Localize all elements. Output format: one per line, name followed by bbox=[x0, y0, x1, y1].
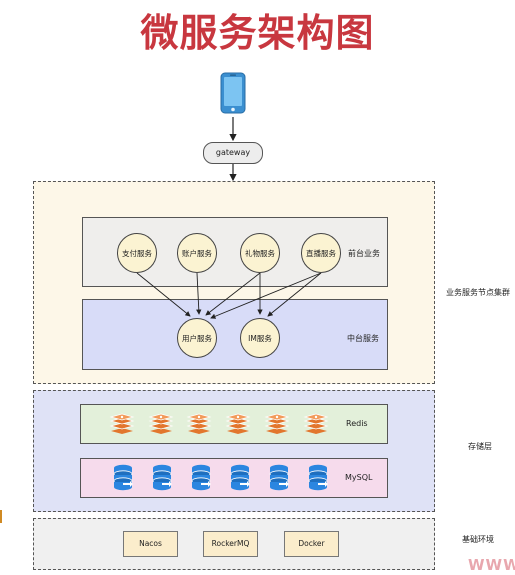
front-business-label: 前台业务 bbox=[348, 249, 380, 258]
user-service-node: 用户服务 bbox=[177, 318, 217, 358]
redis-icon bbox=[225, 413, 251, 434]
middle-platform-label: 中台服务 bbox=[347, 334, 379, 343]
watermark: WWW bbox=[468, 556, 515, 574]
rockermq-box: RockerMQ bbox=[203, 531, 258, 557]
mysql-label: MySQL bbox=[345, 473, 373, 482]
middle-platform-box bbox=[82, 299, 388, 370]
storage-layer-label: 存储层 bbox=[468, 442, 492, 451]
nacos-box: Nacos bbox=[123, 531, 178, 557]
mysql-database-icon bbox=[113, 464, 133, 491]
redis-icon bbox=[148, 413, 174, 434]
gateway-node: gateway bbox=[203, 142, 263, 164]
mysql-database-icon bbox=[152, 464, 172, 491]
business-cluster-label: 业务服务节点集群 bbox=[446, 288, 510, 297]
account-service-node: 账户服务 bbox=[177, 233, 217, 273]
gift-service-node: 礼物服务 bbox=[240, 233, 280, 273]
base-environment-zone bbox=[33, 518, 435, 570]
edge-marker bbox=[0, 510, 2, 523]
redis-icon bbox=[264, 413, 290, 434]
mysql-database-icon bbox=[191, 464, 211, 491]
page-title: 微服务架构图 bbox=[140, 11, 375, 55]
redis-icon bbox=[109, 413, 135, 434]
mysql-database-icon bbox=[230, 464, 250, 491]
mysql-database-icon bbox=[269, 464, 289, 491]
redis-icon bbox=[303, 413, 329, 434]
redis-label: Redis bbox=[346, 419, 368, 428]
docker-box: Docker bbox=[284, 531, 339, 557]
mobile-phone-icon bbox=[220, 72, 246, 114]
base-environment-label: 基础环境 bbox=[462, 535, 494, 544]
payment-service-node: 支付服务 bbox=[117, 233, 157, 273]
live-service-node: 直播服务 bbox=[301, 233, 341, 273]
redis-icon bbox=[186, 413, 212, 434]
mysql-database-icon bbox=[308, 464, 328, 491]
im-service-node: IM服务 bbox=[240, 318, 280, 358]
